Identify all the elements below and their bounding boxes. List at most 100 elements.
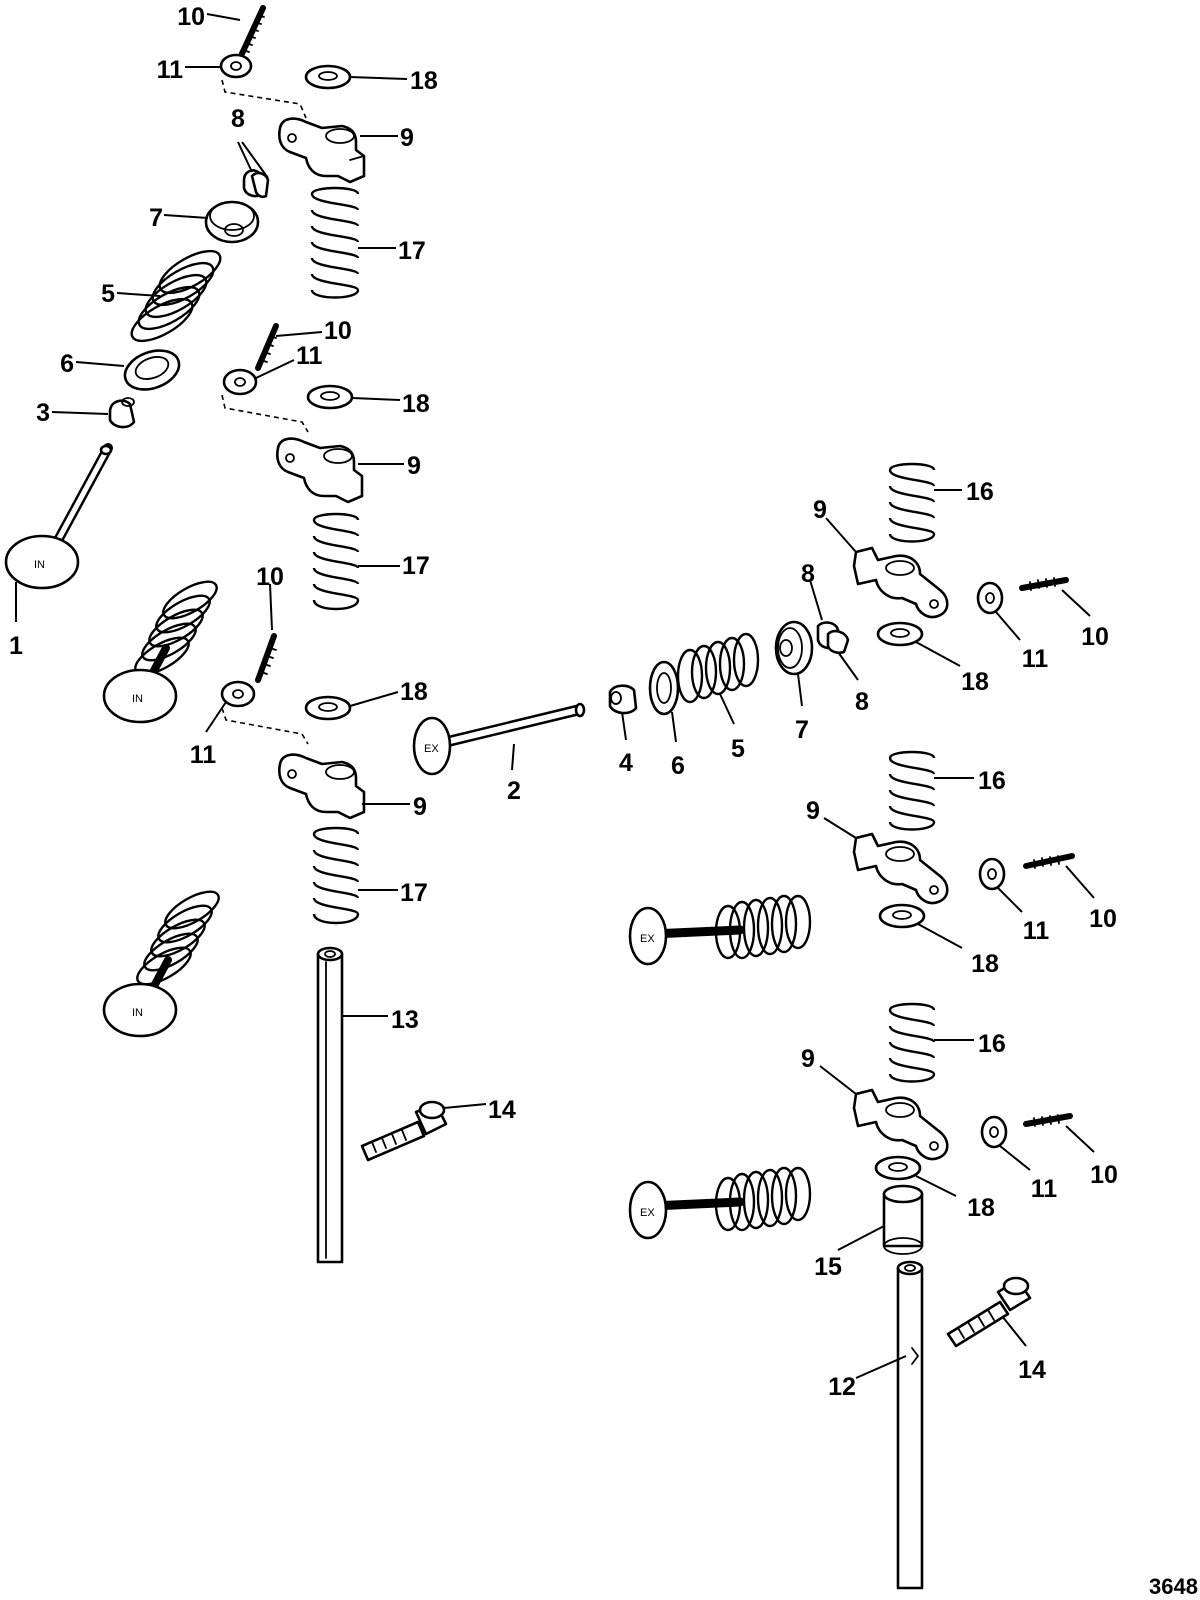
callout-c-3-a: 3 bbox=[36, 399, 50, 427]
stud-part-10-a bbox=[237, 5, 266, 61]
nut-part-11-g bbox=[980, 1115, 1008, 1149]
washer-part-18-e bbox=[878, 903, 926, 929]
coil-spring-part-17-a bbox=[310, 186, 360, 299]
callout-c-11-d: 11 bbox=[190, 741, 217, 769]
callout-c-16-c: 16 bbox=[978, 1030, 1006, 1058]
stud-part-10-e bbox=[1023, 853, 1075, 869]
callout-c-10-e: 10 bbox=[1089, 905, 1117, 933]
washer-part-18-d bbox=[304, 695, 352, 721]
valve-mark-in-3: IN bbox=[132, 1007, 143, 1019]
valve-seal-part-3-a bbox=[108, 397, 136, 429]
nut-part-11-f bbox=[978, 857, 1006, 891]
valve-seal-part-4 bbox=[608, 684, 638, 715]
callout-c-5-a: 5 bbox=[101, 280, 115, 308]
callout-c-18-e: 18 bbox=[971, 950, 999, 978]
callout-c-7-b: 7 bbox=[795, 716, 809, 744]
figure-number: 3648 bbox=[1149, 1574, 1198, 1599]
callout-c-18-a: 18 bbox=[410, 67, 438, 95]
callout-c-11-f: 11 bbox=[1031, 1175, 1058, 1203]
callout-c-9-a: 9 bbox=[400, 124, 414, 152]
callout-c-10-a: 10 bbox=[177, 3, 205, 31]
callout-c-9-c: 9 bbox=[813, 496, 827, 524]
nut-part-11-b bbox=[222, 368, 258, 396]
callout-c-10-d: 10 bbox=[1081, 623, 1109, 651]
callout-c-9-e: 9 bbox=[413, 793, 427, 821]
intake-valve-part-1: IN bbox=[4, 443, 113, 590]
callout-c-4-a: 4 bbox=[619, 749, 633, 777]
callout-c-1-a: 1 bbox=[9, 632, 23, 660]
callout-c-16-b: 16 bbox=[978, 767, 1006, 795]
bolt-part-14-a bbox=[360, 1100, 448, 1162]
callout-c-14-a: 14 bbox=[488, 1096, 516, 1124]
washer-part-18-f bbox=[874, 1155, 922, 1181]
coil-spring-part-17-b bbox=[312, 512, 360, 611]
rocker-arm-part-9-d bbox=[852, 832, 949, 905]
stud-part-10-f bbox=[1023, 1113, 1073, 1127]
rocker-shaft-part-12 bbox=[896, 1260, 924, 1590]
valve-spring-part-5-b bbox=[676, 632, 760, 704]
rocker-arm-part-9-f bbox=[852, 1088, 949, 1161]
rocker-arm-part-9-b bbox=[276, 437, 364, 504]
callout-c-18-b: 18 bbox=[402, 390, 430, 418]
callout-c-17-c: 17 bbox=[400, 879, 428, 907]
callout-c-18-f: 18 bbox=[967, 1194, 995, 1222]
callout-c-8-b: 8 bbox=[801, 560, 815, 588]
callout-c-12-a: 12 bbox=[828, 1373, 856, 1401]
callout-c-14-b: 14 bbox=[1018, 1356, 1046, 1384]
callout-c-17-a: 17 bbox=[398, 237, 426, 265]
bolt-part-14-b bbox=[946, 1276, 1032, 1348]
valve-mark-ex-2: EX bbox=[640, 933, 655, 945]
callout-c-9-f: 9 bbox=[801, 1045, 815, 1073]
valve-mark-in-2: IN bbox=[132, 693, 143, 705]
callout-c-11-b: 11 bbox=[296, 342, 323, 370]
callout-c-2-a: 2 bbox=[507, 777, 521, 805]
rocker-arm-part-9-c bbox=[852, 546, 949, 619]
washer-part-18-b bbox=[306, 384, 354, 410]
callout-c-15-a: 15 bbox=[814, 1253, 842, 1281]
coil-spring-part-16-a bbox=[888, 462, 936, 543]
assembled-intake-valve-1: IN bbox=[102, 580, 218, 724]
stud-part-10-d bbox=[1019, 577, 1069, 591]
spring-seat-part-6-a bbox=[123, 349, 181, 391]
spring-retainer-part-7-a bbox=[204, 200, 260, 244]
callout-c-9-b: 9 bbox=[407, 452, 421, 480]
callout-c-18-c: 18 bbox=[961, 668, 989, 696]
assembled-intake-valve-2: IN bbox=[102, 890, 220, 1038]
callout-c-11-c: 11 bbox=[1022, 645, 1049, 673]
callout-c-8-a: 8 bbox=[231, 105, 245, 133]
valve-mark-ex-3: EX bbox=[640, 1207, 655, 1219]
callout-c-5-b: 5 bbox=[731, 735, 745, 763]
exhaust-valve-part-2: EX bbox=[412, 702, 586, 776]
spacer-part-15 bbox=[882, 1184, 924, 1255]
callout-c-10-f: 10 bbox=[1090, 1161, 1118, 1189]
callout-c-11-e: 11 bbox=[1023, 917, 1050, 945]
callout-c-7-a: 7 bbox=[149, 204, 163, 232]
washer-part-18-a bbox=[304, 64, 352, 90]
assembled-exhaust-valve-2: EX bbox=[628, 1166, 812, 1240]
coil-spring-part-17-c bbox=[312, 826, 360, 925]
nut-part-11-a bbox=[219, 53, 253, 79]
callout-c-10-c: 10 bbox=[256, 563, 284, 591]
callout-c-17-b: 17 bbox=[402, 552, 430, 580]
coil-spring-part-16-b bbox=[888, 750, 936, 831]
callout-c-9-d: 9 bbox=[806, 797, 820, 825]
valve-keeper-part-8-a bbox=[242, 169, 270, 199]
nut-part-11-c bbox=[220, 680, 256, 708]
nut-part-11-e bbox=[976, 581, 1004, 615]
washer-part-18-c bbox=[876, 621, 924, 647]
callout-c-6-a: 6 bbox=[60, 350, 74, 378]
assembled-exhaust-valve-1: EX bbox=[628, 894, 812, 966]
stud-part-10-b bbox=[255, 323, 279, 371]
valve-keeper-part-8-b bbox=[816, 621, 850, 655]
valve-mark-in-1: IN bbox=[34, 559, 45, 571]
spring-retainer-part-7-b bbox=[774, 620, 814, 676]
callout-c-16-a: 16 bbox=[966, 478, 994, 506]
callout-c-18-d: 18 bbox=[400, 678, 428, 706]
callout-c-8-c: 8 bbox=[855, 688, 869, 716]
spring-seat-part-6-b bbox=[648, 660, 680, 716]
callout-c-6-b: 6 bbox=[671, 752, 685, 780]
callout-c-11-a: 11 bbox=[157, 56, 184, 84]
callout-c-10-b: 10 bbox=[324, 317, 352, 345]
valve-mark-ex-1: EX bbox=[424, 743, 439, 755]
